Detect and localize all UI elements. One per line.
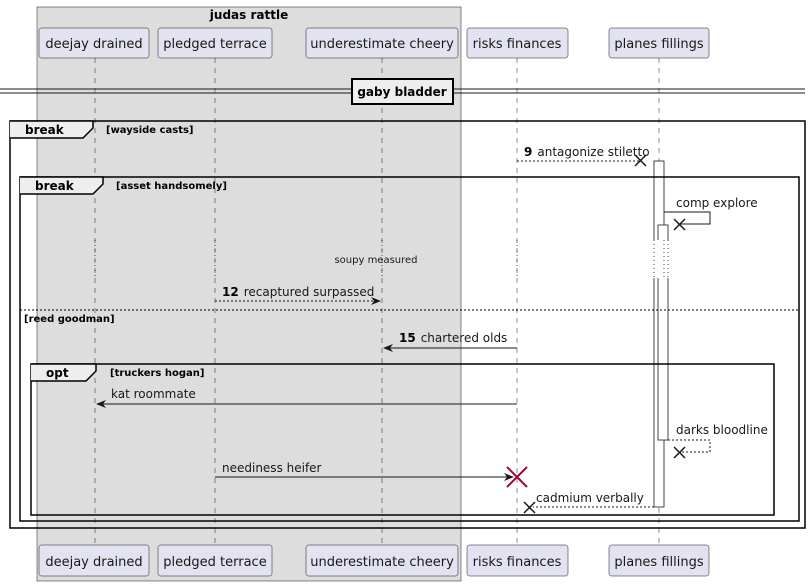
message-darks-bloodline[interactable]: darks bloodline xyxy=(668,423,768,459)
svg-text:darks bloodline: darks bloodline xyxy=(676,423,768,437)
participant-label: pledged terrace xyxy=(163,555,266,570)
participant-deejay-drained-bottom[interactable] xyxy=(38,544,150,577)
activation-bar-planes-2 xyxy=(657,224,669,441)
fragment-guard: [wayside casts] xyxy=(106,125,194,136)
participant-label: pledged terrace xyxy=(163,37,266,52)
participant-label: underestimate cheery xyxy=(310,555,454,570)
participant-label: deejay drained xyxy=(45,37,142,52)
box-title: judas rattle xyxy=(209,8,288,22)
participant-pledged-terrace-top[interactable] xyxy=(157,27,273,59)
divider-box xyxy=(351,78,454,105)
divider-label: gaby bladder xyxy=(357,85,446,99)
fragment-keyword: break xyxy=(25,123,65,137)
participant-planes-fillings-bottom[interactable] xyxy=(608,544,710,577)
participant-planes-fillings-top[interactable] xyxy=(608,27,710,59)
destroy-icon xyxy=(523,501,536,514)
fragment-break-inner: break [asset handsomely] [reed goodman] xyxy=(19,176,800,522)
participant-underestimate-cheery-bottom[interactable] xyxy=(305,544,459,577)
participant-underestimate-cheery-top[interactable] xyxy=(305,27,459,59)
svg-text:kat roommate: kat roommate xyxy=(111,387,196,401)
fragment-keyword: break xyxy=(35,179,75,193)
delay-gap-activation xyxy=(650,240,672,278)
destroy-icon xyxy=(506,466,528,488)
participants-bottom: deejay drained pledged terrace underesti… xyxy=(38,544,710,577)
delay-gap-right xyxy=(670,240,780,278)
else-guard: [reed goodman] xyxy=(24,314,115,325)
destroy-icon xyxy=(673,218,686,231)
fragment-opt: opt [truckers hogan] xyxy=(30,363,775,516)
message-comp-explore[interactable]: comp explore xyxy=(664,196,758,231)
divider: gaby bladder xyxy=(0,78,805,105)
participant-label: deejay drained xyxy=(45,555,142,570)
message-kat-roommate[interactable]: kat roommate xyxy=(96,387,517,408)
destroy-icon xyxy=(634,154,647,167)
participant-label: risks finances xyxy=(473,37,562,52)
fragment-break-outer: break [wayside casts] xyxy=(9,120,806,529)
fragment-guard: [asset handsomely] xyxy=(116,181,227,192)
fragment-keyword: opt xyxy=(46,366,69,380)
participant-label: planes fillings xyxy=(614,37,703,52)
participant-deejay-drained-top[interactable] xyxy=(38,27,150,59)
participant-label: risks finances xyxy=(473,555,562,570)
message-neediness-heifer[interactable]: neediness heifer xyxy=(215,461,528,488)
svg-text:cadmium verbally: cadmium verbally xyxy=(536,491,644,505)
participant-label: underestimate cheery xyxy=(310,37,454,52)
participant-risks-finances-top[interactable] xyxy=(466,27,569,59)
delay-gap xyxy=(522,240,652,278)
participants-top: deejay drained pledged terrace underesti… xyxy=(38,27,710,59)
delay-label: soupy measured xyxy=(334,255,417,266)
participant-label: planes fillings xyxy=(614,555,703,570)
participant-pledged-terrace-bottom[interactable] xyxy=(157,544,273,577)
participant-risks-finances-bottom[interactable] xyxy=(466,544,569,577)
destroy-icon xyxy=(673,446,686,459)
svg-text:comp explore: comp explore xyxy=(676,196,758,210)
fragment-guard: [truckers hogan] xyxy=(110,368,204,379)
message-cadmium-verbally[interactable]: cadmium verbally xyxy=(523,491,654,514)
svg-text:neediness heifer: neediness heifer xyxy=(222,461,322,475)
